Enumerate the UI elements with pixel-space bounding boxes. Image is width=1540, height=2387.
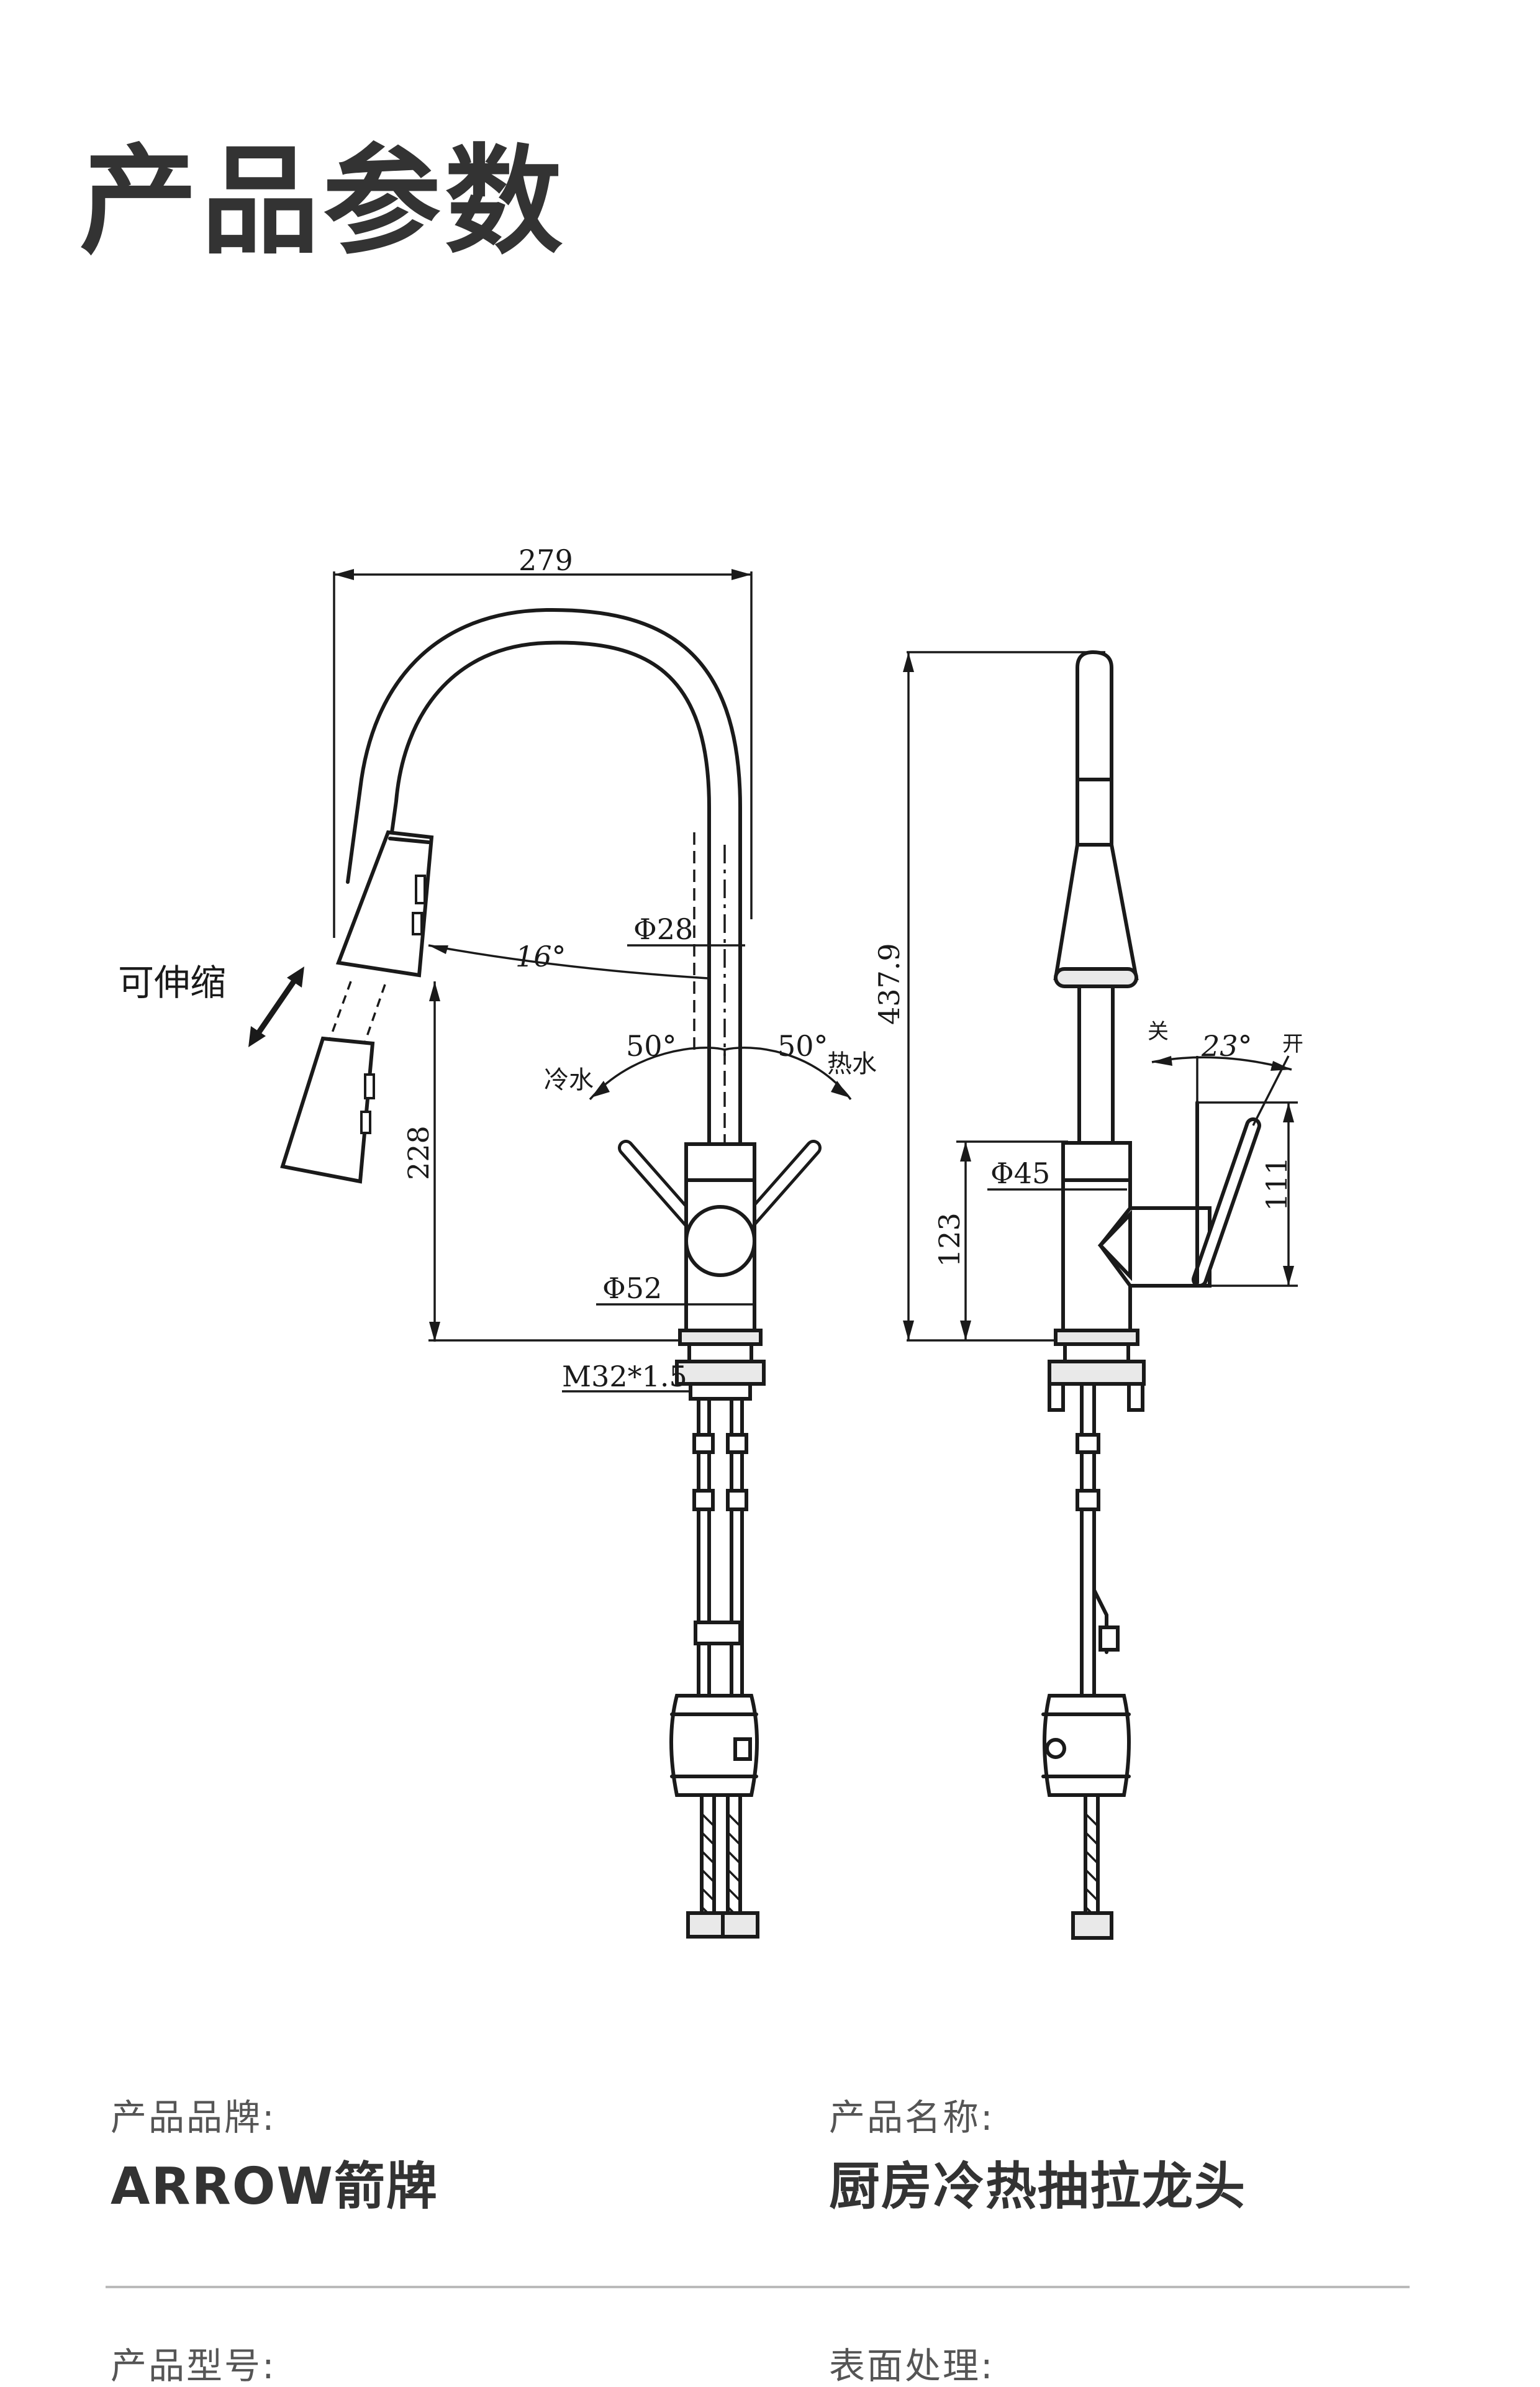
divider — [106, 2286, 1410, 2288]
dim-spout-dia: Φ28 — [633, 912, 693, 946]
product-name-label: 产品名称: — [829, 2096, 995, 2139]
dim-handle-angle: 23° — [1201, 1029, 1252, 1063]
label-close: 关 — [1148, 1019, 1169, 1044]
product-name-value: 厨房冷热抽拉龙头 — [829, 2157, 1247, 2216]
model-label: 产品型号: — [111, 2345, 276, 2387]
label-hot: 热水 — [827, 1050, 877, 1078]
dim-angle-cold: 50° — [626, 1029, 677, 1063]
side-view: 437.9 Φ45 123 111 — [872, 650, 1303, 1940]
dim-body-dia: Φ45 — [990, 1157, 1050, 1190]
technical-drawing: 279 可伸缩 16° Φ28 228 — [0, 509, 1540, 1957]
brand-label: 产品品牌: — [111, 2096, 276, 2139]
dim-handle-height: 111 — [1260, 1157, 1293, 1211]
brand-value: ARROW箭牌 — [111, 2157, 438, 2216]
dim-base-dia: Φ52 — [602, 1271, 662, 1305]
dim-angle-hot: 50° — [777, 1029, 828, 1063]
dim-thread: M32*1.5 — [562, 1360, 687, 1393]
label-telescopic: 可伸缩 — [118, 962, 226, 1004]
label-open: 开 — [1282, 1032, 1303, 1057]
dim-spout-height: 228 — [402, 1125, 435, 1180]
label-cold: 冷水 — [544, 1066, 594, 1094]
dim-width: 279 — [519, 543, 573, 577]
page-title: 产品参数 — [79, 133, 567, 270]
dim-height-total: 437.9 — [872, 943, 906, 1025]
dim-body-height: 123 — [933, 1212, 966, 1267]
surface-label: 表面处理: — [829, 2345, 995, 2387]
dim-angle-spray: 16° — [515, 940, 566, 973]
front-view: 279 可伸缩 16° Φ28 228 — [118, 543, 877, 1939]
